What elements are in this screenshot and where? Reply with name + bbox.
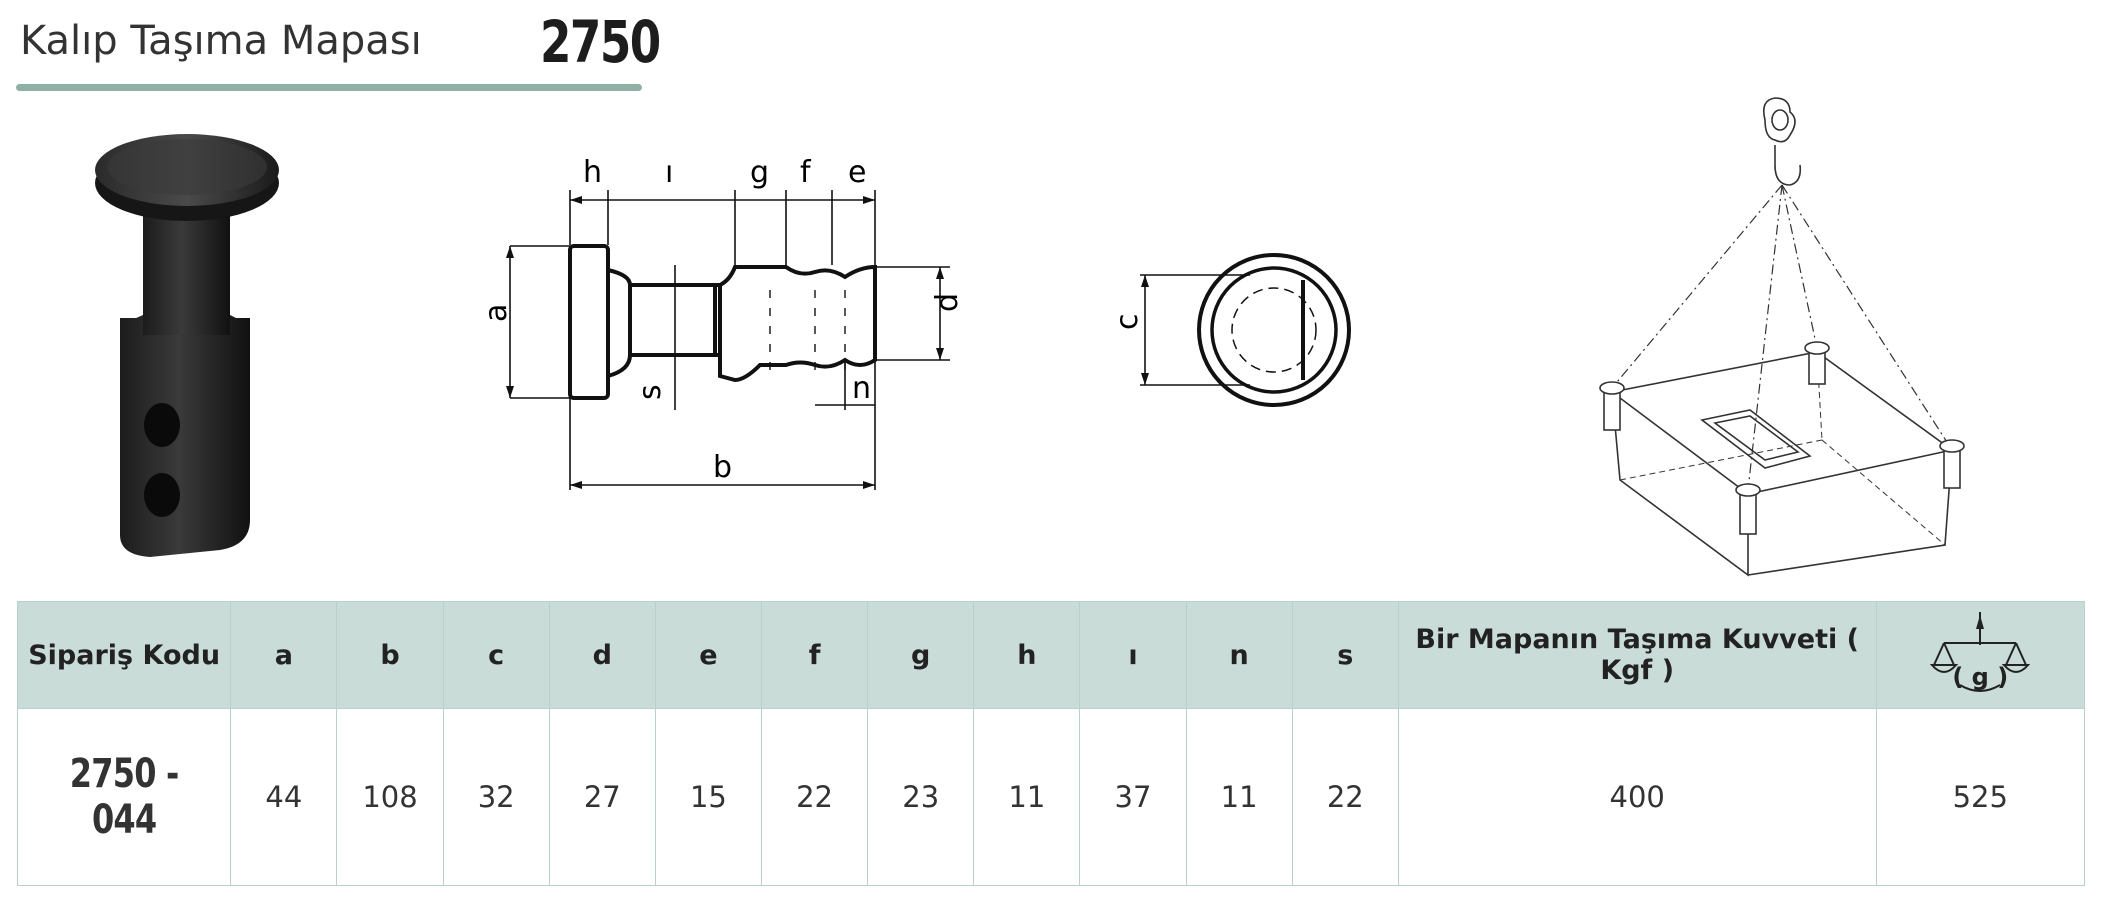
col-c: c <box>442 601 550 709</box>
side-dimension-drawing: h ı g f e a d s n b <box>479 155 965 490</box>
cell-a: 44 <box>230 708 338 886</box>
cell-i: 37 <box>1079 708 1187 886</box>
col-order-code: Sipariş Kodu <box>16 601 232 709</box>
dim-s-label: s <box>633 384 668 400</box>
product-photo <box>95 134 279 557</box>
col-g: g <box>867 601 975 709</box>
dim-i-label: ı <box>665 155 673 190</box>
end-view-drawing: c <box>1110 253 1351 407</box>
col-s: s <box>1291 601 1399 709</box>
cell-e: 15 <box>654 708 763 886</box>
cell-order-code: 2750 - 044 <box>16 708 232 886</box>
title-underline <box>16 84 642 91</box>
col-e: e <box>654 601 763 709</box>
cell-f: 22 <box>760 708 869 886</box>
col-h: h <box>973 601 1081 709</box>
col-i: ı <box>1079 601 1187 709</box>
dim-d-label: d <box>930 293 965 312</box>
table-row: 2750 - 044 44 108 32 27 15 22 23 11 37 1… <box>16 708 2086 886</box>
dim-g-label: g <box>750 155 769 190</box>
col-f: f <box>760 601 869 709</box>
dim-e-label: e <box>848 155 866 190</box>
cell-c: 32 <box>442 708 550 886</box>
col-capacity: Bir Mapanın Taşıma Kuvveti ( Kgf ) <box>1397 601 1877 709</box>
table-header-row: Sipariş Kodu a b c d e f g h ı n s Bir M… <box>16 601 2086 709</box>
dim-f-label: f <box>800 155 812 190</box>
dim-c-label: c <box>1110 314 1145 331</box>
col-n: n <box>1185 601 1293 709</box>
dim-b-label: b <box>713 450 732 485</box>
scale-icon: ( g ) <box>1930 607 2031 697</box>
spec-table: Sipariş Kodu a b c d e f g h ı n s Bir M… <box>16 601 2086 886</box>
cell-b: 108 <box>336 708 444 886</box>
col-b: b <box>336 601 444 709</box>
weight-unit: ( g ) <box>1952 662 2009 691</box>
cell-d: 27 <box>548 708 656 886</box>
dim-h-label: h <box>583 155 602 190</box>
product-code: 2750 <box>540 8 661 76</box>
cell-n: 11 <box>1185 708 1293 886</box>
cell-s: 22 <box>1291 708 1399 886</box>
cell-weight: 525 <box>1875 708 2086 886</box>
cell-g: 23 <box>867 708 975 886</box>
page-title: Kalıp Taşıma Mapası <box>20 18 422 64</box>
dim-n-label: n <box>852 371 871 406</box>
dim-a-label: a <box>479 304 514 322</box>
lifting-illustration <box>1599 97 1965 577</box>
cell-capacity: 400 <box>1397 708 1877 886</box>
col-d: d <box>548 601 656 709</box>
col-a: a <box>230 601 338 709</box>
col-weight: ( g ) <box>1875 601 2086 709</box>
order-code-value: 2750 - 044 <box>69 751 179 843</box>
cell-h: 11 <box>973 708 1081 886</box>
